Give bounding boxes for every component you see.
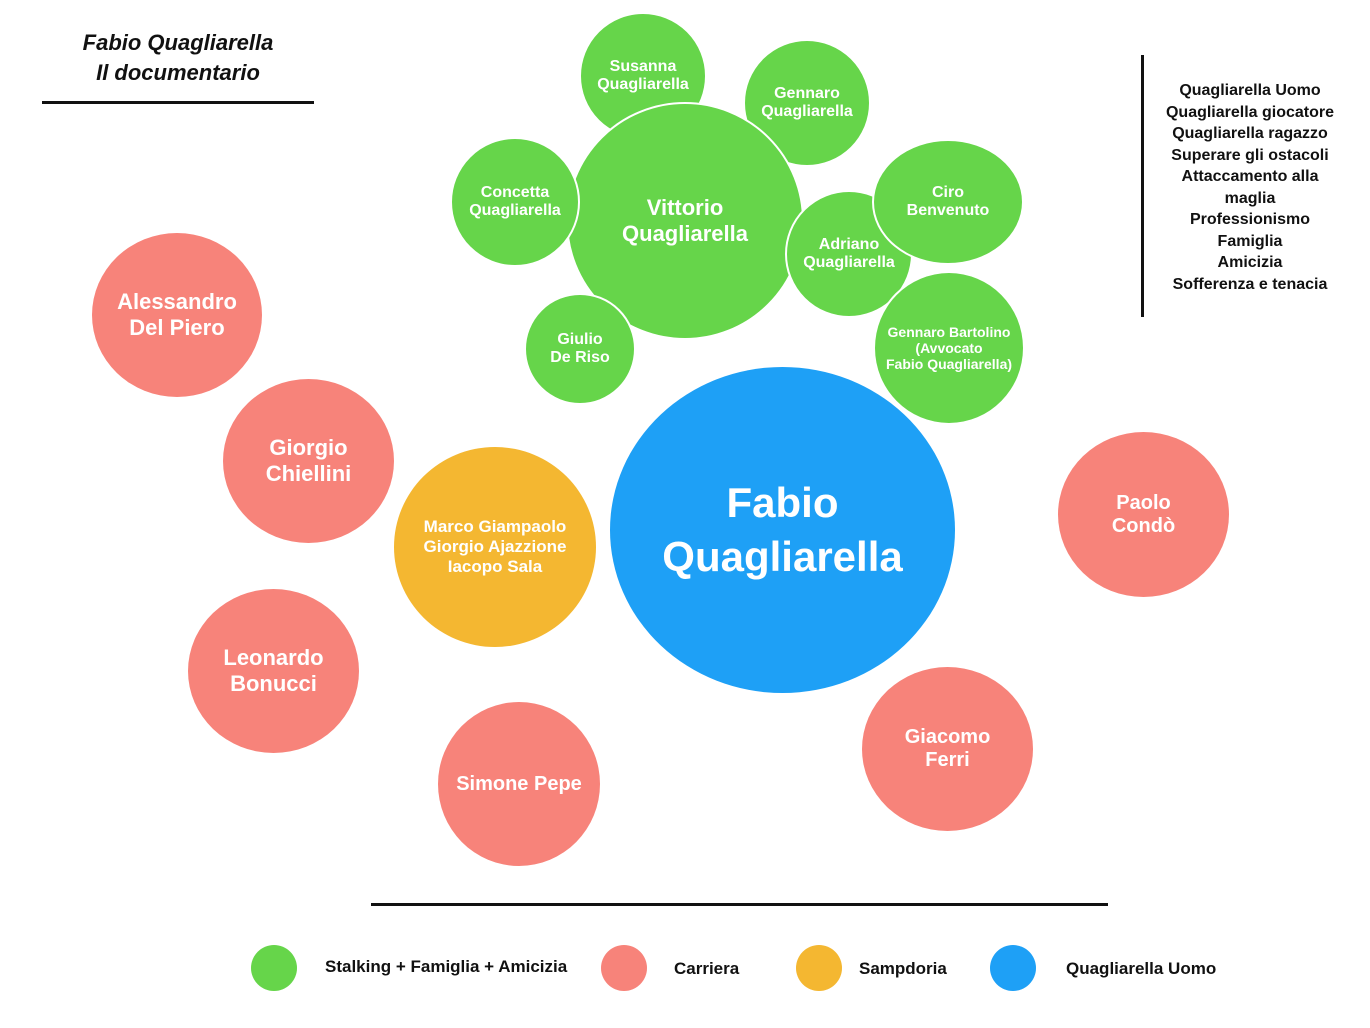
topic-item: Quagliarella ragazzo bbox=[1172, 125, 1328, 142]
topics-list: Quagliarella Uomo Quagliarella giocatore… bbox=[1150, 80, 1350, 295]
legend-swatch-yellow bbox=[796, 945, 842, 991]
topic-item: maglia bbox=[1224, 189, 1276, 207]
bubble-giulio-de-riso: Giulio De Riso bbox=[524, 293, 636, 405]
topic-item: Professionismo bbox=[1189, 211, 1311, 228]
title-underline bbox=[42, 101, 314, 104]
legend-swatch-green bbox=[251, 945, 297, 991]
bubble-simone-pepe: Simone Pepe bbox=[438, 702, 600, 866]
topic-item: Quagliarella giocatore bbox=[1165, 103, 1335, 121]
legend-label-famiglia: Stalking + Famiglia + Amicizia bbox=[325, 957, 568, 976]
diagram-title: Fabio Quagliarella Il documentario bbox=[42, 28, 314, 88]
bubble-ciro-benvenuto: Ciro Benvenuto bbox=[872, 139, 1024, 265]
legend-label-sampdoria: Sampdoria bbox=[859, 959, 947, 978]
topics-divider bbox=[1141, 55, 1144, 317]
topic-item: Famiglia bbox=[1217, 232, 1283, 250]
bubble-paolo-conde: Paolo Condò bbox=[1058, 432, 1229, 597]
topic-item: Sofferenza e tenacia bbox=[1172, 275, 1328, 293]
bubble-giorgio-chiellini: Giorgio Chiellini bbox=[223, 379, 394, 543]
topic-item: Quagliarella Uomo bbox=[1179, 82, 1321, 99]
legend-divider bbox=[371, 903, 1108, 906]
topic-item: Amicizia bbox=[1217, 254, 1283, 271]
topic-item: Superare gli ostacoli bbox=[1171, 146, 1329, 164]
legend-label-quagliarella-uomo: Quagliarella Uomo bbox=[1066, 959, 1217, 978]
bubble-fabio-quagliarella: Fabio Quagliarella bbox=[610, 367, 955, 693]
title-line-1: Fabio Quagliarella bbox=[82, 30, 274, 55]
legend-swatch-blue bbox=[990, 945, 1036, 991]
title-line-2: Il documentario bbox=[96, 60, 260, 85]
legend-label-carriera: Carriera bbox=[674, 959, 740, 978]
bubble-gennaro-bartolino: Gennaro Bartolino (Avvocato Fabio Quagli… bbox=[873, 271, 1025, 425]
legend-swatch-red bbox=[601, 945, 647, 991]
topic-item: Attaccamento alla bbox=[1181, 168, 1319, 185]
bubble-concetta-quagliarella: Concetta Quagliarella bbox=[450, 137, 580, 267]
bubble-giacomo-ferri: Giacomo Ferri bbox=[862, 667, 1033, 831]
bubble-sampdoria-group: Marco Giampaolo Giorgio Ajazzione Iacopo… bbox=[394, 447, 596, 647]
bubble-leonardo-bonucci: Leonardo Bonucci bbox=[188, 589, 359, 753]
bubble-alessandro-del-piero: Alessandro Del Piero bbox=[92, 233, 262, 397]
